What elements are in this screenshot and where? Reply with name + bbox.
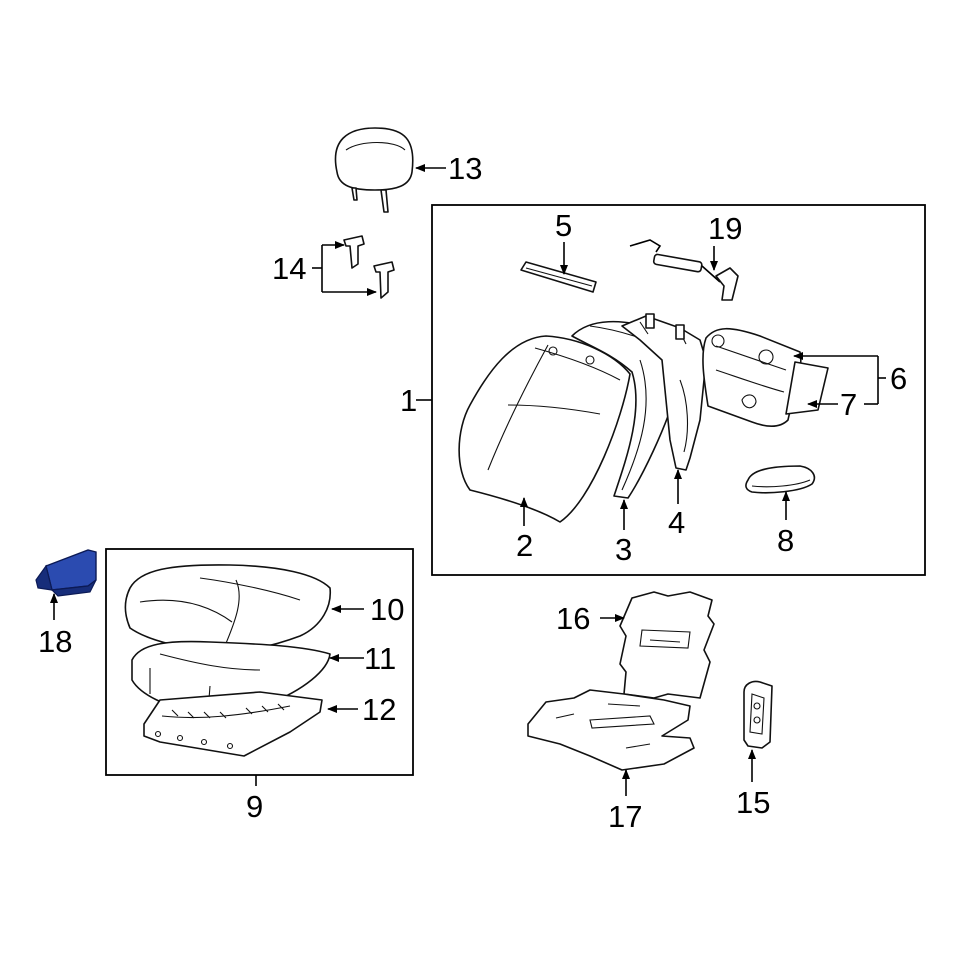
headrest-guides-part[interactable] — [343, 235, 395, 299]
back-board-part[interactable] — [702, 327, 829, 428]
callout-3[interactable]: 3 — [615, 532, 632, 567]
armrest-part[interactable] — [745, 465, 816, 494]
callout-4[interactable]: 4 — [668, 505, 685, 540]
heater-back-part[interactable] — [619, 591, 715, 699]
callout-18[interactable]: 18 — [38, 624, 72, 659]
side-trim-cover-part[interactable] — [35, 549, 97, 597]
back-frame-part[interactable] — [621, 313, 707, 471]
heater-switch-part[interactable] — [743, 680, 773, 749]
back-cover-part[interactable] — [458, 335, 631, 523]
callout-labels: 13 14 1 5 19 6 7 2 3 4 8 10 11 12 9 16 1… — [38, 151, 907, 834]
callout-19[interactable]: 19 — [708, 211, 742, 246]
callout-15[interactable]: 15 — [736, 785, 770, 820]
headrest-part[interactable] — [334, 127, 414, 213]
callout-16[interactable]: 16 — [556, 601, 590, 636]
cushion-frame-part[interactable] — [143, 691, 323, 757]
callout-10[interactable]: 10 — [370, 592, 404, 627]
release-cable-part[interactable] — [629, 239, 739, 301]
callout-7[interactable]: 7 — [840, 387, 857, 422]
callout-13[interactable]: 13 — [448, 151, 482, 186]
seat-cushion-group-box — [105, 548, 414, 776]
callout-2[interactable]: 2 — [516, 528, 533, 563]
callout-5[interactable]: 5 — [555, 208, 572, 243]
callout-1[interactable]: 1 — [400, 383, 417, 418]
callout-6[interactable]: 6 — [890, 361, 907, 396]
callout-12[interactable]: 12 — [362, 692, 396, 727]
back-pad-part[interactable] — [520, 261, 597, 293]
seat-back-group-box — [431, 204, 926, 576]
heater-cushion-part[interactable] — [527, 689, 695, 771]
callout-14[interactable]: 14 — [272, 251, 306, 286]
callout-9[interactable]: 9 — [246, 789, 263, 824]
cushion-cover-part[interactable] — [124, 564, 332, 653]
callout-17[interactable]: 17 — [608, 799, 642, 834]
callout-11[interactable]: 11 — [364, 641, 396, 676]
callout-8[interactable]: 8 — [777, 523, 794, 558]
leader-lines — [50, 164, 886, 796]
